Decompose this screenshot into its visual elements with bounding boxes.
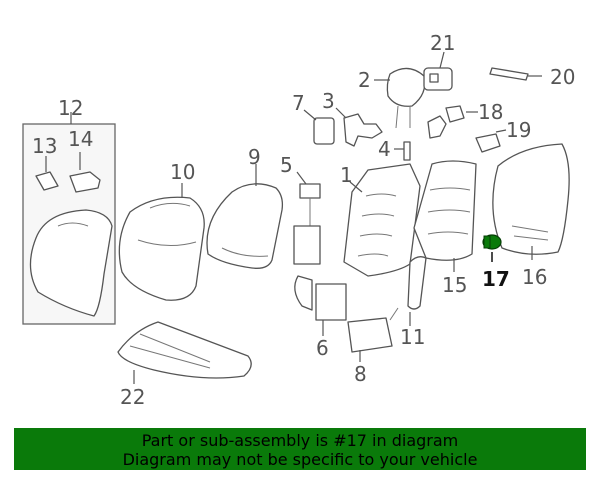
info-banner: Part or sub-assembly is #17 in diagram D…: [14, 428, 586, 470]
part-21-control-unit: [423, 51, 453, 91]
part-6-lumbar-pad: [294, 275, 347, 336]
callout-21: 21: [430, 31, 455, 55]
callout-2: 2: [358, 68, 371, 92]
part-8-bracket: [347, 307, 399, 362]
callout-8: 8: [354, 362, 367, 386]
callout-16: 16: [522, 265, 547, 289]
callout-7: 7: [292, 91, 305, 115]
callout-3: 3: [322, 89, 335, 113]
part-17-fastener: [482, 234, 502, 262]
callout-1: 1: [340, 163, 353, 187]
part-16-rear-panel: [492, 143, 570, 260]
callout-20: 20: [550, 65, 575, 89]
callout-22: 22: [120, 385, 145, 409]
part-5-lumbar-bracket: [293, 171, 321, 265]
part-9-back-panel: [206, 164, 284, 269]
part-14-trim: [69, 152, 101, 193]
banner-line-1: Part or sub-assembly is #17 in diagram: [141, 431, 459, 450]
part-3-latch: [335, 107, 383, 147]
part-13-clip: [35, 156, 59, 191]
callout-15: 15: [442, 273, 467, 297]
callout-4: 4: [378, 137, 391, 161]
part-12-backrest-cover: [29, 209, 113, 317]
part-15-rear-frame: [413, 160, 477, 272]
part-18-clip: [427, 105, 478, 139]
banner-line-2: Diagram may not be specific to your vehi…: [122, 450, 478, 469]
callout-11: 11: [400, 325, 425, 349]
part-11-side-trim: [407, 256, 427, 326]
part-7-switch: [303, 109, 335, 145]
callout-9: 9: [248, 145, 261, 169]
part-1-backrest-frame: [343, 163, 421, 277]
part-4-pin: [394, 141, 411, 161]
callout-10: 10: [170, 160, 195, 184]
callout-5: 5: [280, 153, 293, 177]
callout-17: 17: [482, 267, 510, 291]
part-10-backrest-shell: [118, 183, 205, 301]
part-2-headrest: [374, 67, 426, 129]
part-19-cover: [475, 129, 507, 153]
callout-13: 13: [32, 134, 57, 158]
part-20-strip: [489, 67, 542, 81]
part-22-seat-cushion: [117, 321, 252, 384]
callout-12: 12: [58, 96, 83, 120]
callout-18: 18: [478, 100, 503, 124]
callout-19: 19: [506, 118, 531, 142]
callout-14: 14: [68, 127, 93, 151]
callout-6: 6: [316, 336, 329, 360]
